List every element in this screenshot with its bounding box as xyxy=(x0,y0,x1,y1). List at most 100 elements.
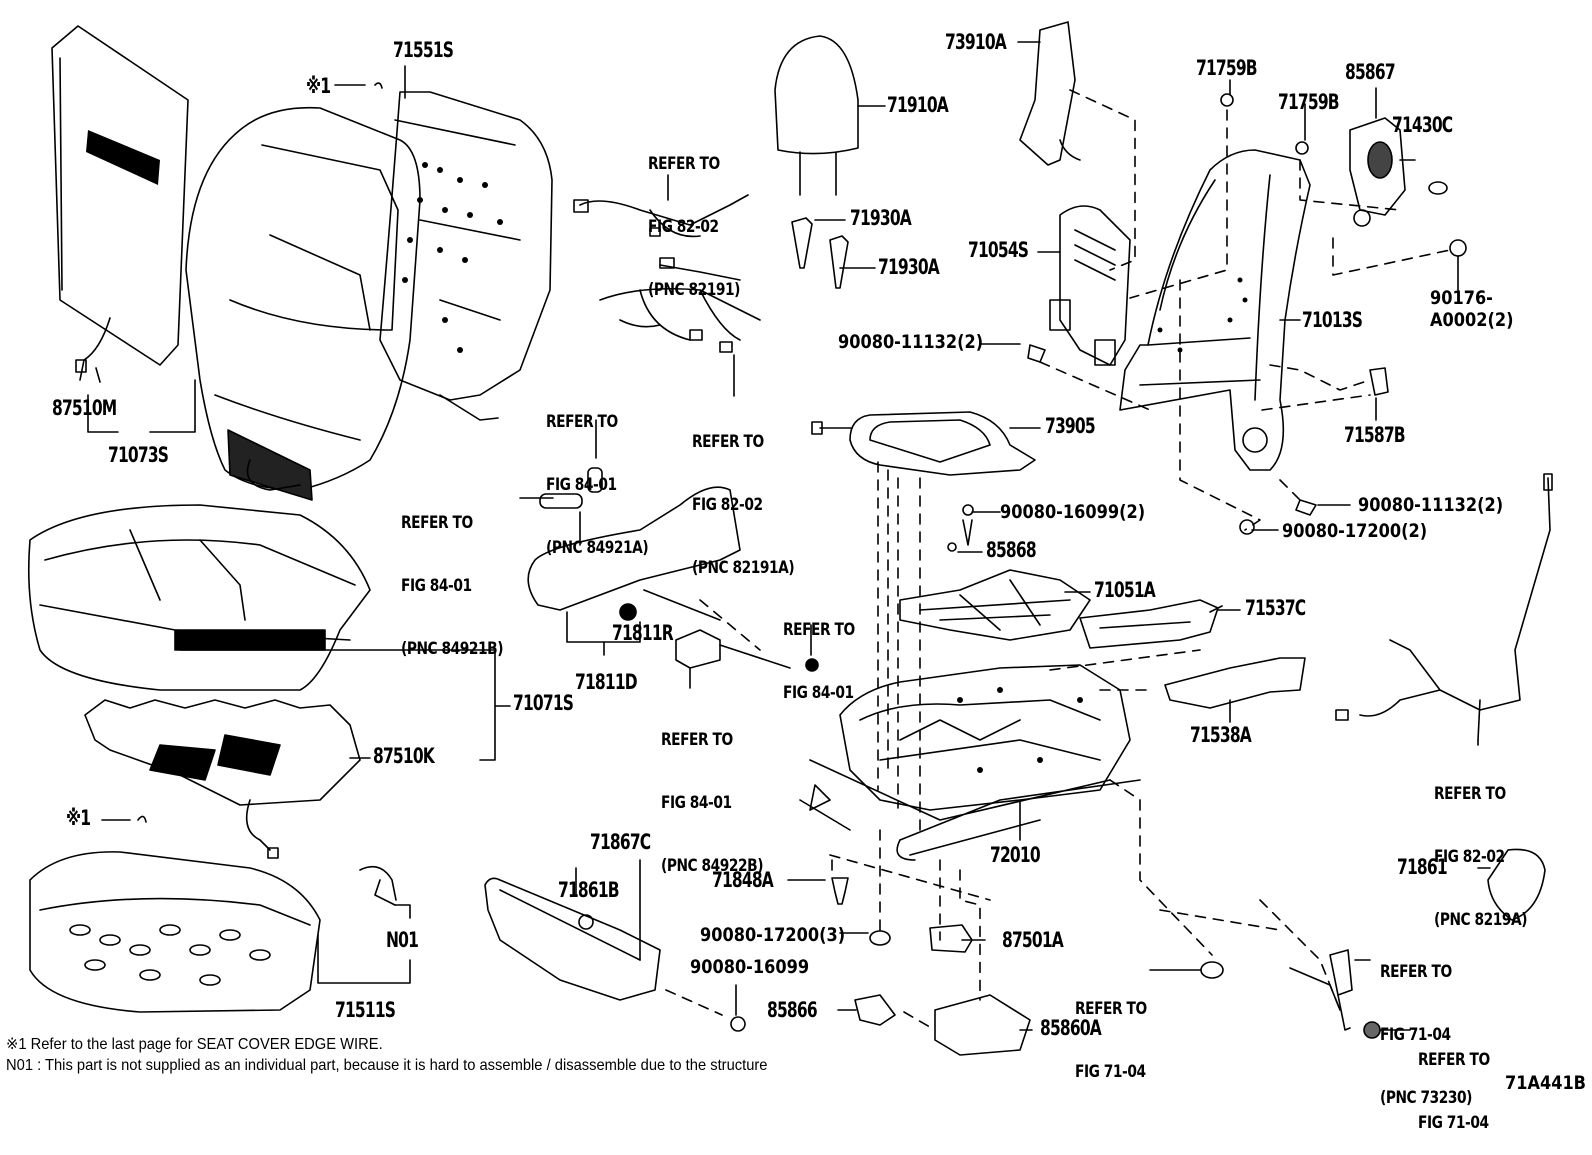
label-90080-11132-a[interactable]: 90080-11132(2) xyxy=(838,331,984,353)
ref-fig-84-01[interactable]: REFER TO FIG 84-01 xyxy=(783,578,855,725)
label-90176-A0002[interactable]: 90176-A0002(2) xyxy=(1430,287,1514,331)
label-71861[interactable]: 71861 xyxy=(1397,855,1448,879)
label-71759B-1[interactable]: 71759B xyxy=(1196,56,1258,80)
dashed-lines-back xyxy=(1039,89,1451,531)
label-71538A[interactable]: 71538A xyxy=(1190,723,1252,747)
seatback-trim-cover[interactable] xyxy=(1019,21,1081,166)
label-71054S[interactable]: 71054S xyxy=(968,238,1029,262)
label-85866[interactable]: 85866 xyxy=(767,998,818,1022)
seat-front-trim[interactable] xyxy=(484,877,661,1001)
label-71551S[interactable]: 71551S xyxy=(393,38,454,62)
ref-fig-71-04-a[interactable]: REFER TO FIG 71-04 xyxy=(1075,957,1147,1104)
seat-cushion-pad[interactable] xyxy=(29,851,321,1013)
ref-line: REFER TO xyxy=(546,412,618,432)
leader-lines-back xyxy=(979,41,1459,531)
seat-parts-diagram xyxy=(27,21,1553,1056)
label-71910A[interactable]: 71910A xyxy=(887,93,949,117)
ref-line: FIG 82-02 xyxy=(648,217,719,237)
side-shield[interactable] xyxy=(527,467,819,689)
label-85867[interactable]: 85867 xyxy=(1345,60,1396,84)
label-87510K[interactable]: 87510K xyxy=(373,744,435,768)
seatback-heater-pad[interactable] xyxy=(51,25,189,383)
label-90080-16099-2[interactable]: 90080-16099(2) xyxy=(1000,501,1146,523)
label-85860A[interactable]: 85860A xyxy=(1040,1016,1102,1040)
n01-sensor[interactable] xyxy=(359,865,397,906)
ref-line: REFER TO xyxy=(648,154,720,174)
label-N01[interactable]: N01 xyxy=(386,928,419,952)
seatback-cover[interactable] xyxy=(185,106,421,501)
ref-line: (PNC 8219A) xyxy=(1434,910,1528,930)
ref-line: FIG 71-04 xyxy=(1075,1062,1146,1082)
ref-fig-82-02-82191[interactable]: REFER TO FIG 82-02 (PNC 82191) xyxy=(648,112,740,322)
label-71511S[interactable]: 71511S xyxy=(335,998,396,1022)
figure-code: 71A441B xyxy=(1505,1072,1587,1094)
label-71811R[interactable]: 71811R xyxy=(612,621,674,645)
label-71051A[interactable]: 71051A xyxy=(1094,578,1156,602)
seat-side-trim-inner[interactable] xyxy=(1079,599,1219,649)
seatback-frame[interactable] xyxy=(1119,149,1311,471)
seat-heater-control[interactable] xyxy=(811,411,1036,476)
clips-back[interactable] xyxy=(1027,93,1467,535)
ref-line: REFER TO xyxy=(783,620,855,640)
ref-line: FIG 82-02 xyxy=(1434,847,1505,867)
ref-fig-84-01-84921A[interactable]: REFER TO FIG 84-01 (PNC 84921A) xyxy=(546,370,649,580)
label-71013S[interactable]: 71013S xyxy=(1302,308,1363,332)
ref-fig-82-02-8219A[interactable]: REFER TO FIG 82-02 (PNC 8219A) xyxy=(1434,742,1528,952)
seat-belt-buckle[interactable] xyxy=(1289,949,1381,1039)
lumbar-support[interactable] xyxy=(1049,205,1131,366)
label-71587B[interactable]: 71587B xyxy=(1344,423,1406,447)
label-71930A-2[interactable]: 71930A xyxy=(878,255,940,279)
ref-line: FIG 71-04 xyxy=(1418,1113,1489,1133)
ref-line: REFER TO xyxy=(1380,962,1452,982)
wire-harness-right[interactable] xyxy=(1335,473,1553,741)
seat-side-trim-outer[interactable] xyxy=(1164,657,1306,709)
headrest-guides[interactable] xyxy=(791,217,849,289)
ref-fig-82-02-82191A[interactable]: REFER TO FIG 82-02 (PNC 82191A) xyxy=(692,390,795,600)
label-71071S[interactable]: 71071S xyxy=(513,691,574,715)
label-90080-11132-b[interactable]: 90080-11132(2) xyxy=(1358,494,1504,516)
label-90080-17200-2[interactable]: 90080-17200(2) xyxy=(1282,520,1428,542)
seat-spring[interactable] xyxy=(899,569,1091,641)
label-73905[interactable]: 73905 xyxy=(1045,414,1096,438)
label-73910A[interactable]: 73910A xyxy=(945,30,1007,54)
seat-cushion-heater[interactable] xyxy=(84,699,361,859)
headrest[interactable] xyxy=(774,35,859,196)
recliner-cover[interactable] xyxy=(1487,848,1546,921)
label-90080-17200-3[interactable]: 90080-17200(3) xyxy=(700,924,846,946)
label-71848A[interactable]: 71848A xyxy=(712,868,774,892)
footnote-seat-cover-edge-wire: ※1 Refer to the last page for SEAT COVER… xyxy=(6,1036,383,1053)
seat-cushion-cover[interactable] xyxy=(27,504,371,691)
ref-line: FIG 84-01 xyxy=(401,576,472,596)
fasteners-bottom[interactable] xyxy=(730,504,1224,1056)
ref-line: FIG 71-04 xyxy=(1380,1025,1451,1045)
wire-harness-upper[interactable] xyxy=(573,194,761,353)
label-72010[interactable]: 72010 xyxy=(990,843,1041,867)
dashed-lines-seat xyxy=(665,461,1341,1031)
ref-line: REFER TO xyxy=(661,730,733,750)
footnote-n01: N01 : This part is not supplied as an in… xyxy=(6,1057,768,1074)
label-71430C[interactable]: 71430C xyxy=(1392,113,1453,137)
label-71930A-1[interactable]: 71930A xyxy=(850,206,912,230)
leader-lines-left xyxy=(87,65,511,984)
ref-fig-84-01-84922B[interactable]: REFER TO FIG 84-01 (PNC 84922B) xyxy=(661,688,764,898)
label-87501A[interactable]: 87501A xyxy=(1002,928,1064,952)
label-90080-16099[interactable]: 90080-16099 xyxy=(690,956,810,978)
lumbar-motor[interactable] xyxy=(1349,117,1406,227)
label-71867C[interactable]: 71867C xyxy=(590,830,651,854)
label-85868[interactable]: 85868 xyxy=(986,538,1037,562)
label-71759B-2[interactable]: 71759B xyxy=(1278,90,1340,114)
ref-line: FIG 84-01 xyxy=(546,475,617,495)
leader-lines-mid xyxy=(519,105,886,499)
ref-line: (PNC 84922B) xyxy=(661,856,764,876)
label-71537C[interactable]: 71537C xyxy=(1245,596,1306,620)
label-71073S[interactable]: 71073S xyxy=(108,443,169,467)
seatback-pad[interactable] xyxy=(379,91,553,421)
label-87510M[interactable]: 87510M xyxy=(52,396,117,420)
ref-line: (PNC 84921B) xyxy=(401,639,504,659)
label-71861B[interactable]: 71861B xyxy=(558,878,620,902)
seat-frame-adjuster[interactable] xyxy=(799,664,1141,861)
ref-fig-71-04-b[interactable]: REFER TO FIG 71-04 xyxy=(1418,1008,1490,1155)
ref-line: REFER TO xyxy=(401,513,473,533)
label-71811D[interactable]: 71811D xyxy=(575,670,638,694)
ref-fig-84-01-84921B[interactable]: REFER TO FIG 84-01 (PNC 84921B) xyxy=(401,471,504,681)
